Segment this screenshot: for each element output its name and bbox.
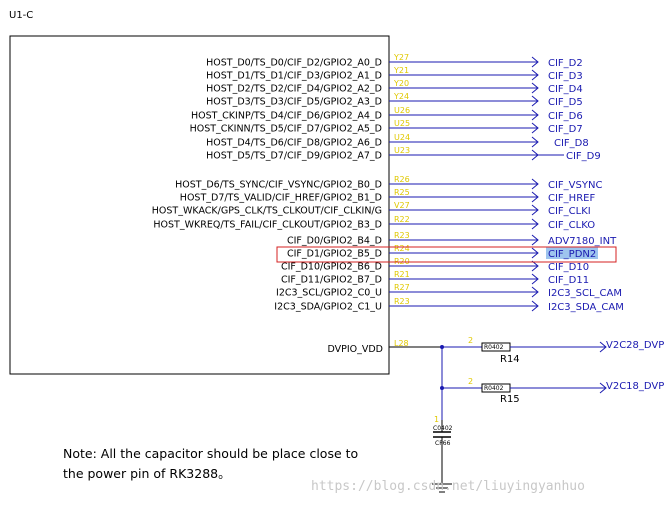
pin-name: HOST_WKREQ/TS_FAIL/CIF_CLKOUT/GPIO2_B3_D xyxy=(153,220,382,231)
r14-net-arrow xyxy=(599,341,607,353)
r14-ref: R14 xyxy=(500,354,520,365)
net-port-arrow xyxy=(531,56,539,68)
cap-pin: 1 xyxy=(434,415,439,424)
pin-name: HOST_D7/TS_VALID/CIF_HREF/GPIO2_B1_D xyxy=(180,193,382,204)
net-label: CIF_D11 xyxy=(548,275,589,286)
pin-name: HOST_CKINP/TS_D4/CIF_D6/GPIO2_A4_D xyxy=(191,111,382,122)
cap-package: C0402 xyxy=(433,425,453,432)
pin-number: R26 xyxy=(394,175,410,184)
pin-list: HOST_D0/TS_D0/CIF_D2/GPIO2_A0_D Y27CIF_D2… xyxy=(152,53,624,313)
pin-name: CIF_D1/GPIO2_B5_D xyxy=(287,249,382,260)
pin-name: HOST_D5/TS_D7/CIF_D9/GPIO2_A7_D xyxy=(206,151,382,162)
pin-name: CIF_D11/GPIO2_B7_D xyxy=(281,275,382,286)
net-label: CIF_CLKI xyxy=(548,206,591,217)
net-label: CIF_D9 xyxy=(566,151,601,162)
pin-number: R24 xyxy=(394,244,410,253)
r15-net: V2C18_DVP xyxy=(606,381,664,392)
net-port-arrow xyxy=(531,69,539,81)
net-port-arrow xyxy=(531,191,539,203)
net-label: CIF_D4 xyxy=(548,84,583,95)
net-port-arrow xyxy=(531,218,539,230)
r14-pin: 2 xyxy=(468,336,473,345)
r15-ref: R15 xyxy=(500,394,520,405)
net-label: CIF_HREF xyxy=(548,193,595,204)
pin-name: HOST_D3/TS_D3/CIF_D5/GPIO2_A3_D xyxy=(206,97,382,108)
power-pin-name: DVPIO_VDD xyxy=(327,344,383,355)
net-port-arrow xyxy=(531,82,539,94)
pin-number: Y21 xyxy=(393,66,409,75)
pin-number: R22 xyxy=(394,215,410,224)
net-label: CIF_D6 xyxy=(548,111,583,122)
net-label: CIF_D7 xyxy=(548,124,583,135)
net-port-arrow xyxy=(531,204,539,216)
pin-number: R21 xyxy=(394,270,410,279)
cap-value: CP66 xyxy=(435,440,451,447)
net-port-arrow xyxy=(531,286,539,298)
net-label: CIF_D5 xyxy=(548,97,583,108)
net-port-arrow xyxy=(531,247,539,259)
power-section: DVPIO_VDD L28 2 R0402 R14 V2C28_DVP 2 R0… xyxy=(327,336,664,493)
r14-package: R0402 xyxy=(484,344,504,351)
net-port-arrow xyxy=(531,178,539,190)
net-label: CIF_VSYNC xyxy=(548,180,602,191)
net-label: CIF_D8 xyxy=(554,138,589,149)
pin-number: R27 xyxy=(394,283,410,292)
net-port-arrow xyxy=(531,300,539,312)
note-line-1: Note: All the capacitor should be place … xyxy=(63,446,358,461)
pin-number: R25 xyxy=(394,188,410,197)
pin-number: R23 xyxy=(394,297,410,306)
net-label: I2C3_SCL_CAM xyxy=(548,288,622,299)
r15-net-arrow xyxy=(599,382,607,394)
pin-name: HOST_D2/TS_D2/CIF_D4/GPIO2_A2_D xyxy=(206,84,382,95)
pin-number: U26 xyxy=(394,106,410,115)
power-pin-number: L28 xyxy=(394,339,409,348)
pin-number: R23 xyxy=(394,231,410,240)
net-label: CIF_D10 xyxy=(548,262,589,273)
pin-number: U24 xyxy=(394,133,410,142)
pin-number: Y27 xyxy=(393,53,409,62)
pin-name: I2C3_SDA/GPIO2_C1_U xyxy=(274,302,382,313)
pin-number: U25 xyxy=(394,119,410,128)
net-label: ADV7180_INT xyxy=(548,236,617,247)
net-port-arrow xyxy=(531,273,539,285)
net-label: CIF_PDN2 xyxy=(548,249,596,260)
pin-name: HOST_CKINN/TS_D5/CIF_D7/GPIO2_A5_D xyxy=(190,124,382,135)
net-port-arrow xyxy=(531,260,539,272)
pin-name: HOST_D4/TS_D6/CIF_D8/GPIO2_A6_D xyxy=(206,138,382,149)
net-port-arrow xyxy=(531,109,539,121)
r14-net: V2C28_DVP xyxy=(606,340,664,351)
pin-number: Y20 xyxy=(393,79,409,88)
pin-name: HOST_D6/TS_SYNC/CIF_VSYNC/GPIO2_B0_D xyxy=(175,180,382,191)
pin-name: CIF_D0/GPIO2_B4_D xyxy=(287,236,382,247)
highlight-box xyxy=(276,246,617,263)
ic-body xyxy=(9,35,390,375)
net-label: I2C3_SDA_CAM xyxy=(548,302,624,313)
pin-name: HOST_D0/TS_D0/CIF_D2/GPIO2_A0_D xyxy=(206,58,382,69)
pin-number: V27 xyxy=(394,201,410,210)
net-label: CIF_D2 xyxy=(548,58,583,69)
component-ref: U1-C xyxy=(9,10,33,21)
pin-name: CIF_D10/GPIO2_B6_D xyxy=(281,262,382,273)
r15-pin: 2 xyxy=(468,377,473,386)
net-port-arrow xyxy=(531,95,539,107)
pin-name: HOST_D1/TS_D1/CIF_D3/GPIO2_A1_D xyxy=(206,71,382,82)
net-label: CIF_CLKO xyxy=(548,220,595,231)
pin-number: Y24 xyxy=(393,92,409,101)
net-port-arrow xyxy=(531,136,539,148)
selection-highlight xyxy=(546,247,598,259)
net-port-arrow xyxy=(531,122,539,134)
r15-package: R0402 xyxy=(484,385,504,392)
pin-number: U23 xyxy=(394,146,410,155)
pin-name: HOST_WKACK/GPS_CLK/TS_CLKOUT/CIF_CLKIN/G xyxy=(152,206,382,217)
note-line-2: the power pin of RK3288。 xyxy=(63,466,231,481)
net-port-arrow xyxy=(531,234,539,246)
pin-name: I2C3_SCL/GPIO2_C0_U xyxy=(276,288,382,299)
watermark: https://blog.csdn.net/liuyingyanhuo xyxy=(311,479,585,494)
net-label: CIF_D3 xyxy=(548,71,583,82)
